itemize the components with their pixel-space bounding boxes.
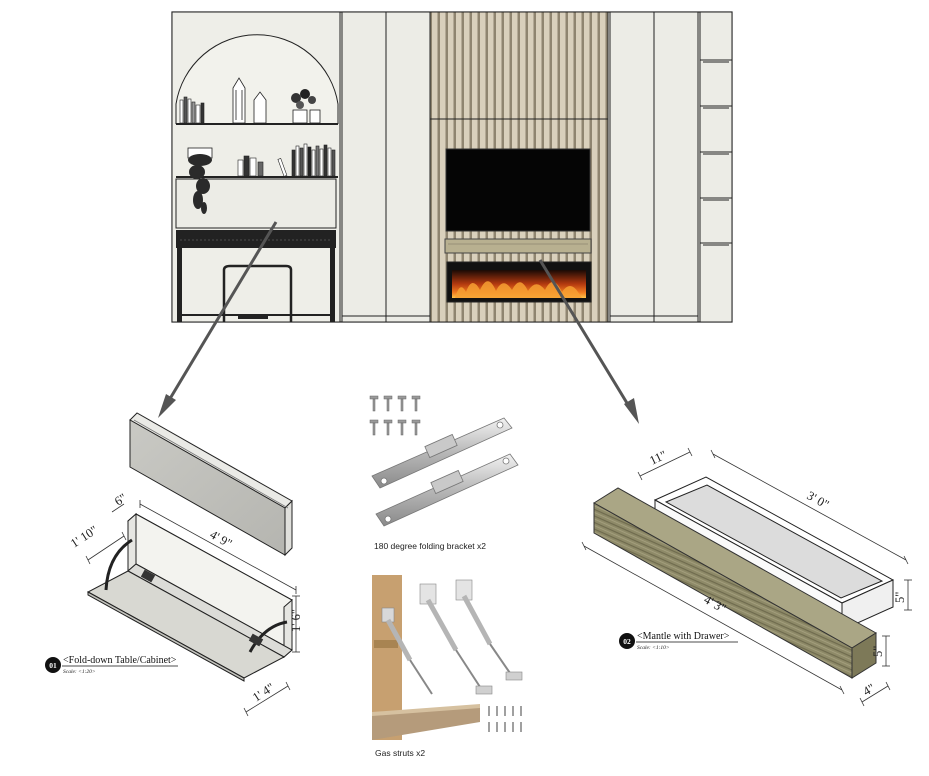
screws-top <box>369 395 421 436</box>
strut-2 <box>419 583 493 695</box>
strut-1 <box>381 607 433 695</box>
drawer-column <box>699 11 733 323</box>
stool <box>222 264 293 322</box>
cabinet-label-scale: Scale: <1:20> <box>63 669 96 675</box>
arch-niche <box>171 11 341 323</box>
mantle-label-title: <Mantle with Drawer> <box>637 631 730 642</box>
desk <box>176 230 336 322</box>
dim-mantle-height: 5" <box>871 646 885 657</box>
dim-cabinet-height: 1' 6" <box>289 609 303 632</box>
cabinet-lid <box>129 412 293 557</box>
cabinet-label-title: <Fold-down Table/Cabinet> <box>63 655 177 666</box>
strut-3 <box>455 579 523 681</box>
tall-cabinet-right <box>609 11 699 323</box>
table-board <box>372 706 480 740</box>
hanging-plant <box>187 147 213 214</box>
callout-arrow-mantle <box>538 259 639 424</box>
cabinet-label-number: 01 <box>49 661 57 670</box>
wall-elevation <box>171 11 733 323</box>
cabinet-label: 01 <Fold-down Table/Cabinet> Scale: <1:2… <box>45 655 178 675</box>
dim-mantle-depth: 4" <box>861 681 878 699</box>
cabinet-dimension-lines <box>85 500 300 717</box>
strut-caption: Gas struts x2 <box>375 748 425 758</box>
cabinet-brackets <box>104 538 288 653</box>
plant-vase <box>291 89 321 124</box>
books-middle <box>277 143 336 177</box>
cabinet-box <box>86 512 293 682</box>
dim-cabinet-small: 6" <box>112 491 129 509</box>
folding-bracket-figure: 180 degree folding bracket x2 <box>369 395 519 551</box>
bracket-1 <box>371 417 513 489</box>
mantle-label: 02 <Mantle with Drawer> Scale: <1:10> <box>619 631 738 651</box>
callout-arrow-cabinet <box>158 221 278 418</box>
lantern <box>232 77 267 124</box>
dim-cabinet-width: 4' 9" <box>208 527 235 550</box>
dim-drawer-height: 5" <box>893 592 907 603</box>
bookends <box>237 155 264 177</box>
bracket-caption: 180 degree folding bracket x2 <box>374 541 486 551</box>
tall-cabinet-left <box>341 11 431 323</box>
bracket-2 <box>375 453 519 527</box>
fireplace <box>446 261 592 303</box>
mantle <box>444 238 592 254</box>
dim-drawer-depth: 11" <box>647 448 668 468</box>
dim-drawer-length: 3' 0" <box>805 488 832 511</box>
mantle-beam <box>593 487 877 679</box>
tv <box>445 148 591 232</box>
cabinet-detail: 4' 9" 1' 10" 1' 6" 6" 1' 4" 01 <Fold-dow… <box>45 412 303 717</box>
dim-cabinet-depth: 1' 10" <box>68 523 100 551</box>
gas-strut-figure: Gas struts x2 <box>372 575 523 758</box>
mantle-detail: 3' 0" 11" 5" 4' 3" 5" 4" 02 <Mantle with… <box>581 447 912 707</box>
mantle-label-scale: Scale: <1:10> <box>637 645 670 651</box>
slat-wall <box>429 11 609 323</box>
screws-bottom <box>488 706 522 732</box>
mantle-dimension-lines <box>581 447 912 707</box>
cabinet-hinges <box>140 569 264 647</box>
books-top <box>179 96 205 124</box>
mantle-label-number: 02 <box>623 637 631 646</box>
